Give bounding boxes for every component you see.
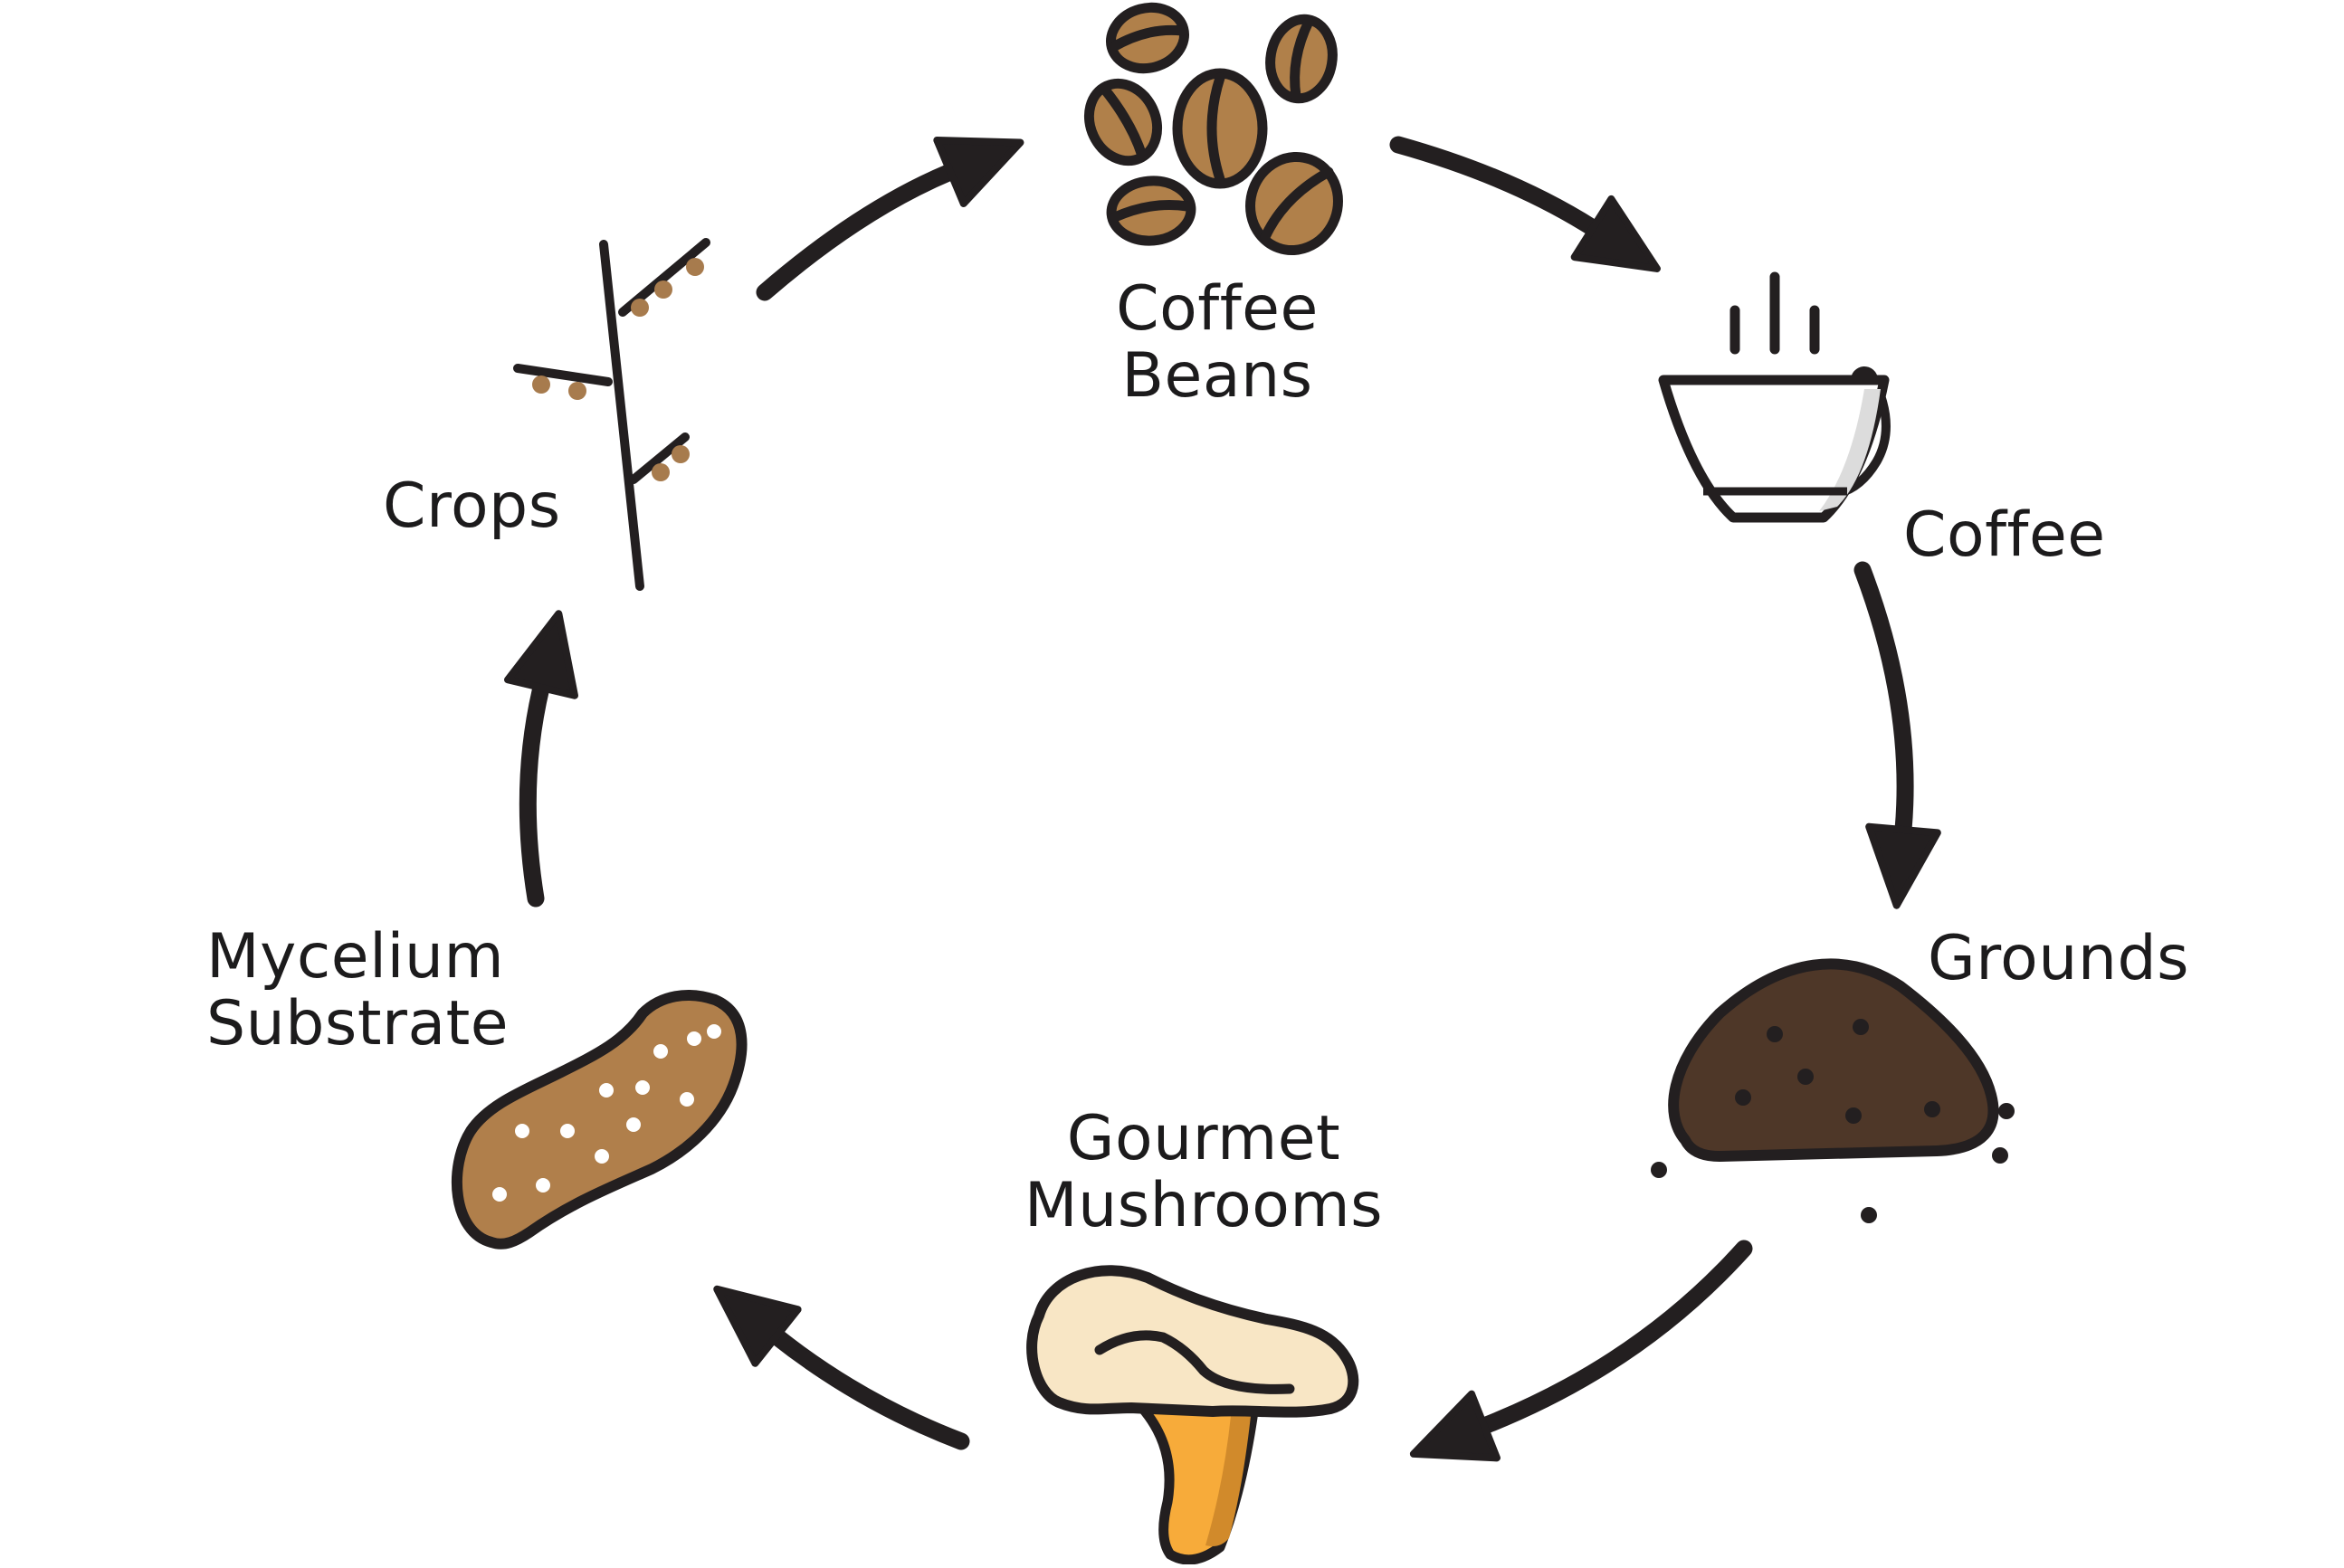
coffee-grounds-icon	[1651, 958, 2015, 1223]
arrow-substrate-to-crops	[504, 610, 578, 908]
label-coffee-beans-line2: Beans	[1121, 340, 1313, 412]
label-crops: Crops	[383, 470, 561, 542]
label-gourmet-mushrooms-line1: Gourmet	[1066, 1103, 1341, 1174]
arrow-mushrooms-to-substrate	[713, 1285, 970, 1450]
mycelium-substrate-icon	[451, 990, 748, 1250]
arrow-crops-to-beans	[756, 136, 1024, 301]
label-coffee: Coffee	[1903, 499, 2106, 571]
label-mycelium-substrate-line1: Mycelium	[206, 921, 505, 993]
label-mycelium-substrate: Mycelium Substrate	[206, 924, 509, 1058]
crop-branch-icon	[513, 238, 710, 591]
mushroom-icon	[1026, 1265, 1359, 1565]
label-coffee-beans: Coffee Beans	[1050, 276, 1385, 410]
label-coffee-beans-line1: Coffee	[1116, 273, 1319, 345]
coffee-cup-icon	[1658, 271, 1891, 523]
label-gourmet-mushrooms-line2: Mushrooms	[1024, 1170, 1384, 1241]
arrow-grounds-to-mushrooms	[1409, 1240, 1753, 1462]
arrow-beans-to-coffee	[1389, 136, 1661, 272]
label-grounds: Grounds	[1928, 923, 2190, 994]
arrow-coffee-to-grounds	[1853, 561, 1941, 909]
label-mycelium-substrate-line2: Substrate	[206, 988, 510, 1060]
coffee-beans-icon	[1083, 2, 1343, 256]
label-gourmet-mushrooms: Gourmet Mushrooms	[982, 1106, 1425, 1240]
